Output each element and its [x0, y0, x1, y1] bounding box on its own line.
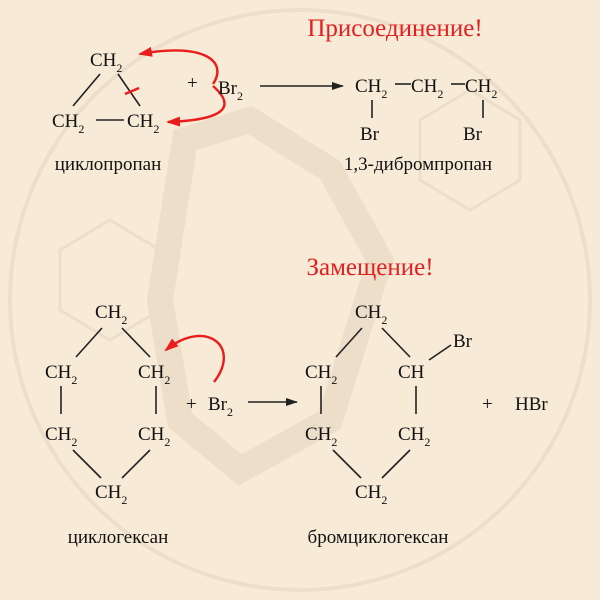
ring-atom-top: CH2 — [90, 50, 122, 75]
cyclohexane-name: циклогексан — [68, 527, 169, 548]
prod-bond-1 — [335, 327, 363, 358]
red-curved-arrow-bottom — [166, 85, 226, 127]
addition-plus: + — [187, 73, 198, 94]
chain-atom-3: CH2 — [465, 76, 497, 101]
hex-bond-5 — [72, 449, 102, 479]
dibromopropane-name: 1,3-дибромпропан — [344, 154, 492, 175]
bromocyclohexane-ring: CH2 CH2 CH CH2 CH2 CH2 Br — [305, 302, 473, 507]
prod-atom-upper-left: CH2 — [305, 362, 337, 387]
addition-title: Присоединение! — [307, 15, 482, 42]
addition-reagent: Br2 — [218, 78, 243, 103]
bromine-1: Br — [360, 124, 380, 145]
chain-atom-1: CH2 — [355, 76, 387, 101]
prod-atom-ch: CH — [398, 362, 425, 383]
prod-atom-bottom: CH2 — [355, 482, 387, 507]
ring-atom-left: CH2 — [52, 111, 84, 136]
prod-atom-lower-right: CH2 — [398, 424, 430, 449]
prod-atom-lower-left: CH2 — [305, 424, 337, 449]
chain-atom-2: CH2 — [411, 76, 443, 101]
dibromopropane: CH2 CH2 CH2 Br Br — [355, 76, 497, 145]
bond-top-right — [117, 73, 141, 107]
ring-atom-right: CH2 — [127, 111, 159, 136]
bond-cleavage-mark — [124, 86, 140, 96]
red-curved-arrow-top — [138, 46, 219, 85]
prod-bromine-bond — [428, 344, 452, 361]
byproduct-hbr: HBr — [515, 394, 548, 415]
background-watermark — [8, 8, 592, 592]
bond-top-left — [72, 73, 101, 107]
hex-atom-upper-right: CH2 — [138, 362, 170, 387]
red-curved-arrow-substitution — [164, 334, 225, 383]
prod-bromine: Br — [453, 331, 473, 352]
substitution-reagent: Br2 — [208, 394, 233, 419]
cyclohexane-ring: CH2 CH2 CH2 CH2 CH2 CH2 — [45, 302, 170, 507]
substitution-title: Замещение! — [306, 254, 433, 281]
byproduct-plus: + — [482, 394, 493, 415]
hex-bond-2 — [121, 327, 151, 358]
cyclopropane-name: циклопропан — [55, 154, 162, 175]
hex-atom-upper-left: CH2 — [45, 362, 77, 387]
substitution-plus: + — [186, 394, 197, 415]
prod-bond-2 — [381, 327, 411, 358]
hex-bond-1 — [75, 327, 103, 358]
hex-atom-lower-right: CH2 — [138, 424, 170, 449]
hex-bond-6 — [121, 449, 151, 479]
prod-bond-5 — [332, 449, 362, 479]
prod-bond-6 — [381, 449, 411, 479]
bromine-3: Br — [463, 124, 483, 145]
cyclopropane-ring: CH2 CH2 CH2 — [52, 50, 159, 136]
hex-atom-top: CH2 — [95, 302, 127, 327]
bromocyclohexane-name: бромциклогексан — [308, 527, 449, 548]
hex-atom-bottom: CH2 — [95, 482, 127, 507]
hex-atom-lower-left: CH2 — [45, 424, 77, 449]
prod-atom-top: CH2 — [355, 302, 387, 327]
